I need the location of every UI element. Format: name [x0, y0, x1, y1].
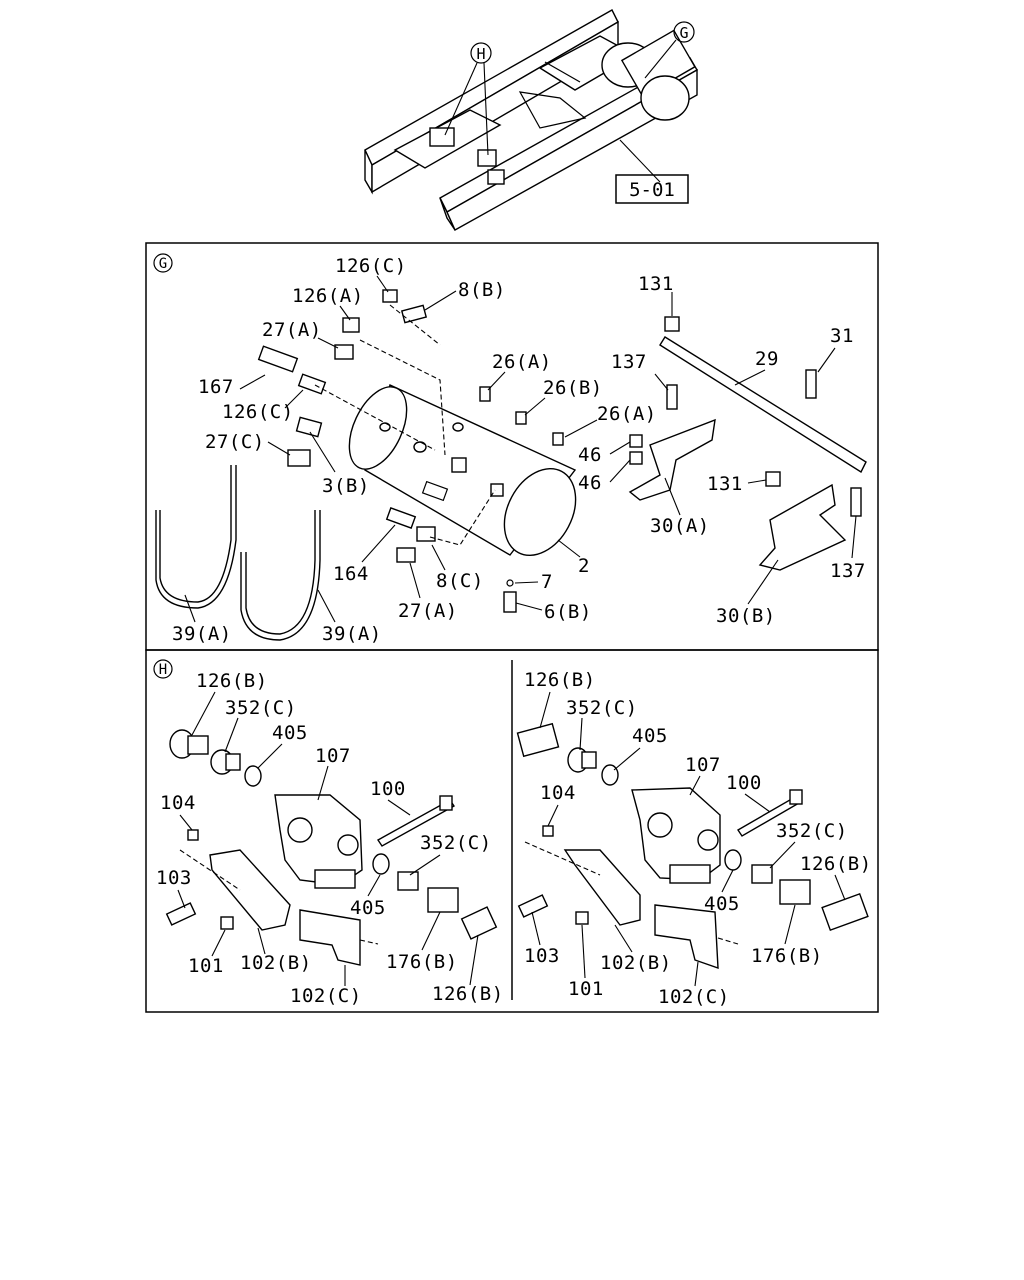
label-h-left-100: 100	[370, 778, 406, 800]
label-6b: 6(B)	[544, 601, 592, 623]
label-h-right-352c-mid: 352(C)	[776, 820, 848, 842]
panel-h: H	[145, 649, 879, 1013]
label-h-right-102b: 102(B)	[600, 952, 672, 974]
fittings-bottom	[385, 489, 517, 613]
panel-h-marker: H	[159, 662, 167, 678]
panel-h-right-leaders	[531, 691, 846, 987]
left-valve-assembly	[165, 729, 498, 966]
label-26a-2: 26(A)	[597, 403, 657, 425]
ref-box	[615, 174, 689, 204]
label-7: 7	[541, 571, 553, 593]
label-137-bot: 137	[830, 560, 866, 582]
label-h-right-405-top: 405	[632, 725, 668, 747]
label-167: 167	[198, 376, 234, 398]
label-h-left-103: 103	[156, 867, 192, 889]
callout-h-leader-1	[444, 62, 478, 136]
label-h-left-176b: 176(B)	[386, 951, 458, 973]
label-8b: 8(B)	[458, 279, 506, 301]
label-26b: 26(B)	[543, 377, 603, 399]
label-h-right-107: 107	[685, 754, 721, 776]
callout-h-circle	[470, 42, 492, 64]
label-h-right-126b-top: 126(B)	[524, 669, 596, 691]
panel-h-left-leaders	[177, 691, 479, 986]
label-h-left-107: 107	[315, 745, 351, 767]
panel-h-frame	[145, 649, 879, 1013]
label-3b: 3(B)	[322, 475, 370, 497]
panel-g-marker: G	[159, 256, 167, 272]
label-46-1: 46	[578, 444, 602, 466]
label-h-left-352c-top: 352(C)	[225, 697, 297, 719]
ref-box-label: 5-01	[629, 179, 675, 201]
right-valve-assembly	[516, 722, 869, 970]
label-h-left-405-mid: 405	[350, 897, 386, 919]
label-h-left-101: 101	[188, 955, 224, 977]
label-h-right-102c: 102(C)	[658, 986, 730, 1008]
label-h-left-405-top: 405	[272, 722, 308, 744]
panel-h-marker-circle	[153, 659, 173, 679]
label-164: 164	[333, 563, 369, 585]
label-h-left-126b-bot: 126(B)	[432, 983, 504, 1005]
label-126a: 126(A)	[292, 285, 364, 307]
callout-g-letter: G	[679, 24, 688, 42]
label-137-top: 137	[611, 351, 647, 373]
label-126c-top: 126(C)	[335, 255, 407, 277]
label-h-right-405-mid: 405	[704, 893, 740, 915]
air-tank	[348, 384, 577, 557]
label-h-right-352c-top: 352(C)	[566, 697, 638, 719]
label-131-mid: 131	[707, 473, 743, 495]
label-h-left-104: 104	[160, 792, 196, 814]
panel-g-leaders	[184, 275, 857, 623]
label-h-left-102c: 102(C)	[290, 985, 362, 1007]
label-h-left-102b: 102(B)	[240, 952, 312, 974]
label-26a-1: 26(A)	[492, 351, 552, 373]
label-8c: 8(C)	[436, 570, 484, 592]
label-31: 31	[830, 325, 854, 347]
panel-g: G	[145, 242, 879, 651]
chassis-overview: G H 5-01	[364, 9, 698, 231]
label-h-right-104: 104	[540, 782, 576, 804]
label-h-right-103: 103	[524, 945, 560, 967]
panel-g-marker-circle	[153, 253, 173, 273]
label-2: 2	[578, 555, 590, 577]
fittings-top	[257, 289, 564, 497]
label-27a-bot: 27(A)	[398, 600, 458, 622]
label-126c-mid: 126(C)	[222, 401, 294, 423]
label-30a: 30(A)	[650, 515, 710, 537]
label-27a-top: 27(A)	[262, 319, 322, 341]
label-h-left-352c-mid: 352(C)	[420, 832, 492, 854]
u-straps	[155, 465, 321, 641]
label-46-2: 46	[578, 472, 602, 494]
tank-support	[628, 316, 867, 571]
label-h-right-101: 101	[568, 978, 604, 1000]
label-h-right-176b: 176(B)	[751, 945, 823, 967]
label-h-right-100: 100	[726, 772, 762, 794]
label-27c: 27(C)	[205, 431, 265, 453]
callout-h-letter: H	[476, 45, 485, 63]
label-30b: 30(B)	[716, 605, 776, 627]
callout-g-leader	[644, 39, 677, 79]
label-h-right-126b-mid: 126(B)	[800, 853, 872, 875]
callout-h-leader-2	[483, 62, 489, 156]
callout-g-circle	[673, 21, 695, 43]
label-39a-2: 39(A)	[322, 623, 382, 645]
label-131-top: 131	[638, 273, 674, 295]
chassis-frame-rails	[364, 9, 698, 231]
label-39a-1: 39(A)	[172, 623, 232, 645]
label-29: 29	[755, 348, 779, 370]
label-h-left-126b-top: 126(B)	[196, 670, 268, 692]
